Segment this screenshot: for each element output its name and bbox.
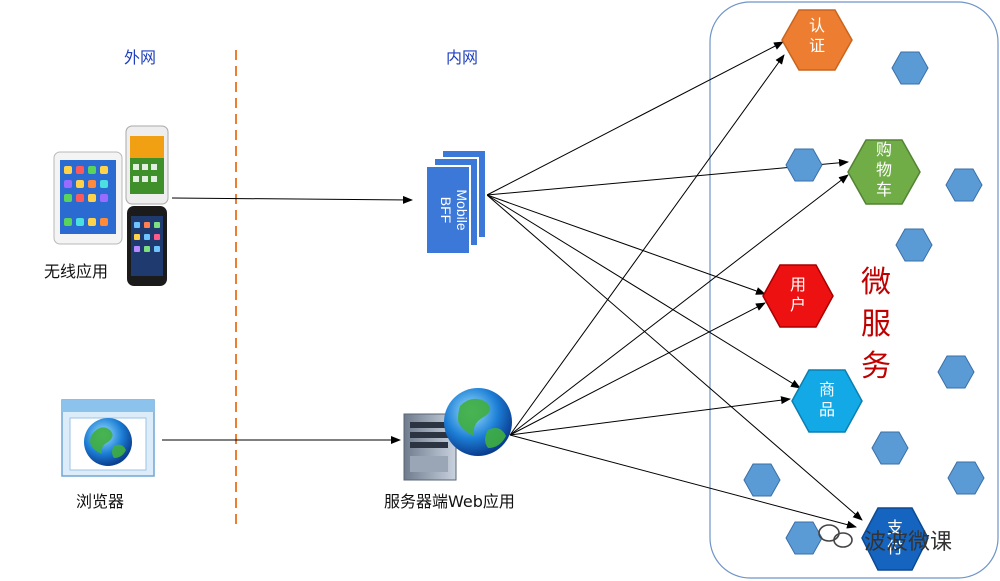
arrow-wireless-to-bff	[171, 195, 413, 204]
user-service-label: 用户	[789, 275, 806, 314]
auth-hexagon	[781, 9, 853, 71]
tablet-icon	[53, 151, 123, 245]
wechat-icon	[818, 524, 853, 548]
cart-service-label: 购物车	[875, 140, 892, 199]
auth-service-label: 认证	[808, 16, 825, 55]
inner-network-label: 内网	[446, 48, 479, 67]
web-app-label: 服务器端Web应用	[384, 492, 515, 511]
iphone-icon	[127, 206, 167, 286]
pay-service-label: 支付	[886, 518, 903, 557]
product-service-label: 商品	[818, 380, 835, 419]
browser-window-icon	[61, 399, 155, 477]
microservices-title: 微服务	[861, 265, 891, 384]
mobile-bff-label: Mobile BFF	[438, 189, 470, 231]
wireless-app-label: 无线应用	[44, 262, 109, 281]
browser-label: 浏览器	[76, 492, 125, 511]
pay-hexagon	[861, 507, 929, 571]
user-hexagon	[762, 264, 834, 328]
arrows-from-web	[509, 54, 857, 529]
watermark-text: 波波微课	[864, 530, 953, 555]
web-server-icon	[403, 388, 512, 481]
product-hexagon	[791, 369, 863, 433]
microservice-boundary	[709, 1, 999, 579]
android-phone-icon	[125, 125, 169, 205]
mobile-bff-icon	[425, 149, 487, 255]
cart-hexagon	[847, 139, 921, 205]
outer-network-label: 外网	[124, 48, 157, 67]
